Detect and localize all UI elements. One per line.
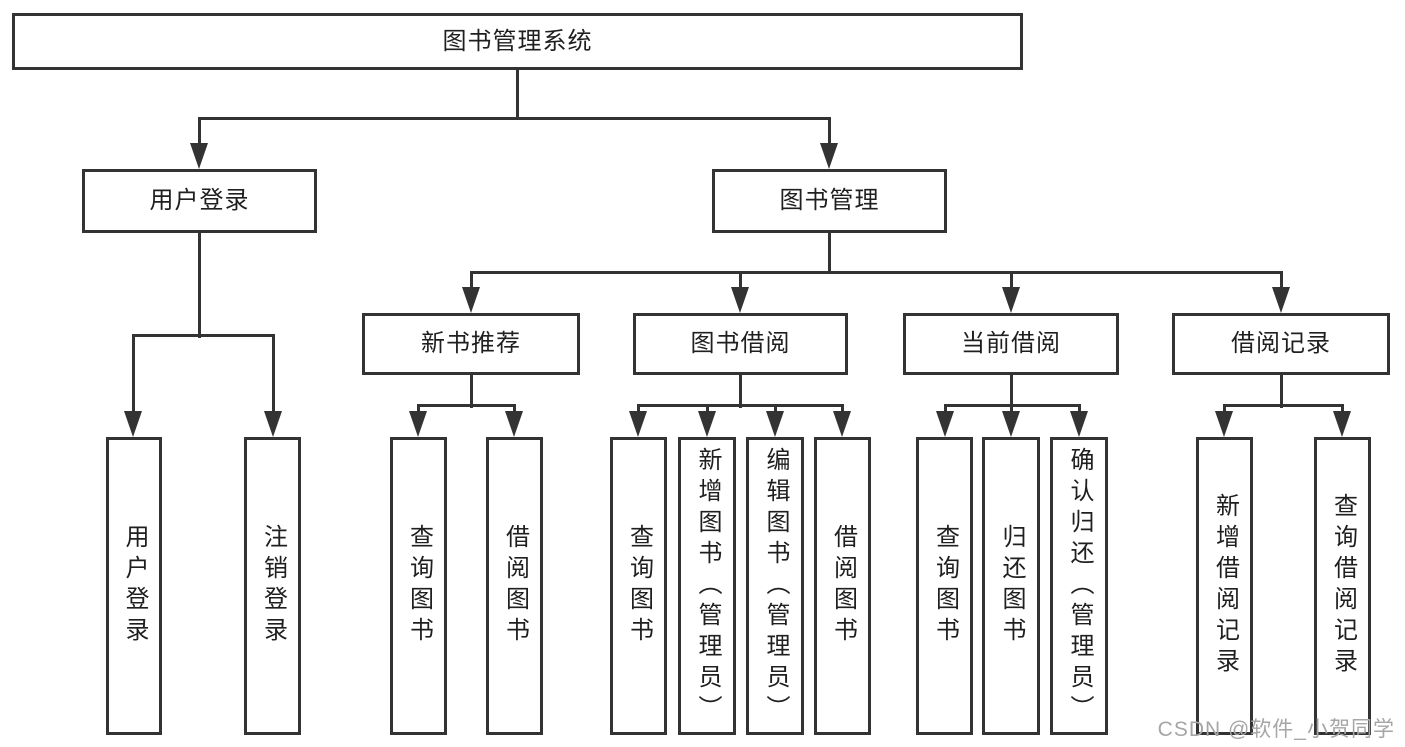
node-user-login-module: 用户登录 xyxy=(82,169,317,233)
arrow-shaft xyxy=(1222,405,1226,415)
arrow-shaft xyxy=(416,405,420,415)
connector-hline xyxy=(1222,403,1344,407)
node-bb-borrow: 借阅图书 xyxy=(814,437,871,735)
node-bb-edit: 编辑图书（管理员） xyxy=(746,437,804,735)
connector-vline xyxy=(827,233,831,274)
arrow-shaft xyxy=(1077,405,1081,415)
connector-vline xyxy=(197,233,201,338)
arrowhead-down-icon xyxy=(833,411,851,437)
arrowhead-down-icon xyxy=(698,411,716,437)
node-cb-query: 查询图书 xyxy=(916,437,973,735)
arrowhead-down-icon xyxy=(190,143,208,169)
arrowhead-down-icon xyxy=(766,411,784,437)
connector-hline xyxy=(197,116,831,120)
arrowhead-down-icon xyxy=(1215,411,1233,437)
arrow-shaft xyxy=(1009,405,1013,415)
arrow-shaft xyxy=(840,405,844,415)
node-book-borrow: 图书借阅 xyxy=(633,313,848,375)
connector-vline xyxy=(738,375,742,408)
arrow-shaft xyxy=(271,335,275,415)
node-current-borrow: 当前借阅 xyxy=(903,313,1119,375)
node-bb-query: 查询图书 xyxy=(610,437,667,735)
node-br-query: 查询借阅记录 xyxy=(1314,437,1371,735)
arrowhead-down-icon xyxy=(731,287,749,313)
node-new-book-rec: 新书推荐 xyxy=(362,313,580,375)
arrowhead-down-icon xyxy=(936,411,954,437)
node-root: 图书管理系统 xyxy=(12,13,1023,70)
node-nbr-query: 查询图书 xyxy=(390,437,447,735)
node-cb-confirm: 确认归还（管理员） xyxy=(1050,437,1108,735)
connector-vline xyxy=(469,375,473,408)
connector-vline xyxy=(1009,375,1013,408)
arrow-shaft xyxy=(469,272,473,291)
arrowhead-down-icon xyxy=(409,411,427,437)
connector-hline xyxy=(469,270,1283,274)
arrowhead-down-icon xyxy=(1002,287,1020,313)
arrowhead-down-icon xyxy=(124,411,142,437)
arrow-shaft xyxy=(705,405,709,415)
watermark: CSDN @软件_小贺同学 xyxy=(1157,718,1395,741)
arrowhead-down-icon xyxy=(629,411,647,437)
node-br-add: 新增借阅记录 xyxy=(1196,437,1253,735)
arrow-shaft xyxy=(827,118,831,147)
arrow-shaft xyxy=(131,335,135,415)
arrowhead-down-icon xyxy=(1002,411,1020,437)
node-borrow-records: 借阅记录 xyxy=(1172,313,1390,375)
arrow-shaft xyxy=(1279,272,1283,291)
arrow-shaft xyxy=(512,405,516,415)
arrowhead-down-icon xyxy=(1070,411,1088,437)
connector-vline xyxy=(1279,375,1283,408)
node-cb-return: 归还图书 xyxy=(982,437,1040,735)
arrow-shaft xyxy=(636,405,640,415)
arrow-shaft xyxy=(1009,272,1013,291)
arrow-shaft xyxy=(773,405,777,415)
node-bb-add: 新增图书（管理员） xyxy=(678,437,736,735)
arrowhead-down-icon xyxy=(462,287,480,313)
arrowhead-down-icon xyxy=(820,143,838,169)
node-logout: 注销登录 xyxy=(244,437,301,735)
arrow-shaft xyxy=(738,272,742,291)
arrow-shaft xyxy=(1340,405,1344,415)
arrow-shaft xyxy=(197,118,201,147)
arrowhead-down-icon xyxy=(264,411,282,437)
connector-hline xyxy=(636,403,844,407)
arrowhead-down-icon xyxy=(505,411,523,437)
connector-hline xyxy=(416,403,516,407)
arrow-shaft xyxy=(943,405,947,415)
connector-vline xyxy=(515,70,519,120)
arrowhead-down-icon xyxy=(1333,411,1351,437)
node-nbr-borrow: 借阅图书 xyxy=(486,437,543,735)
node-book-mgmt-module: 图书管理 xyxy=(712,169,947,233)
arrowhead-down-icon xyxy=(1272,287,1290,313)
connector-hline xyxy=(131,333,275,337)
node-user-login: 用户登录 xyxy=(106,437,162,735)
